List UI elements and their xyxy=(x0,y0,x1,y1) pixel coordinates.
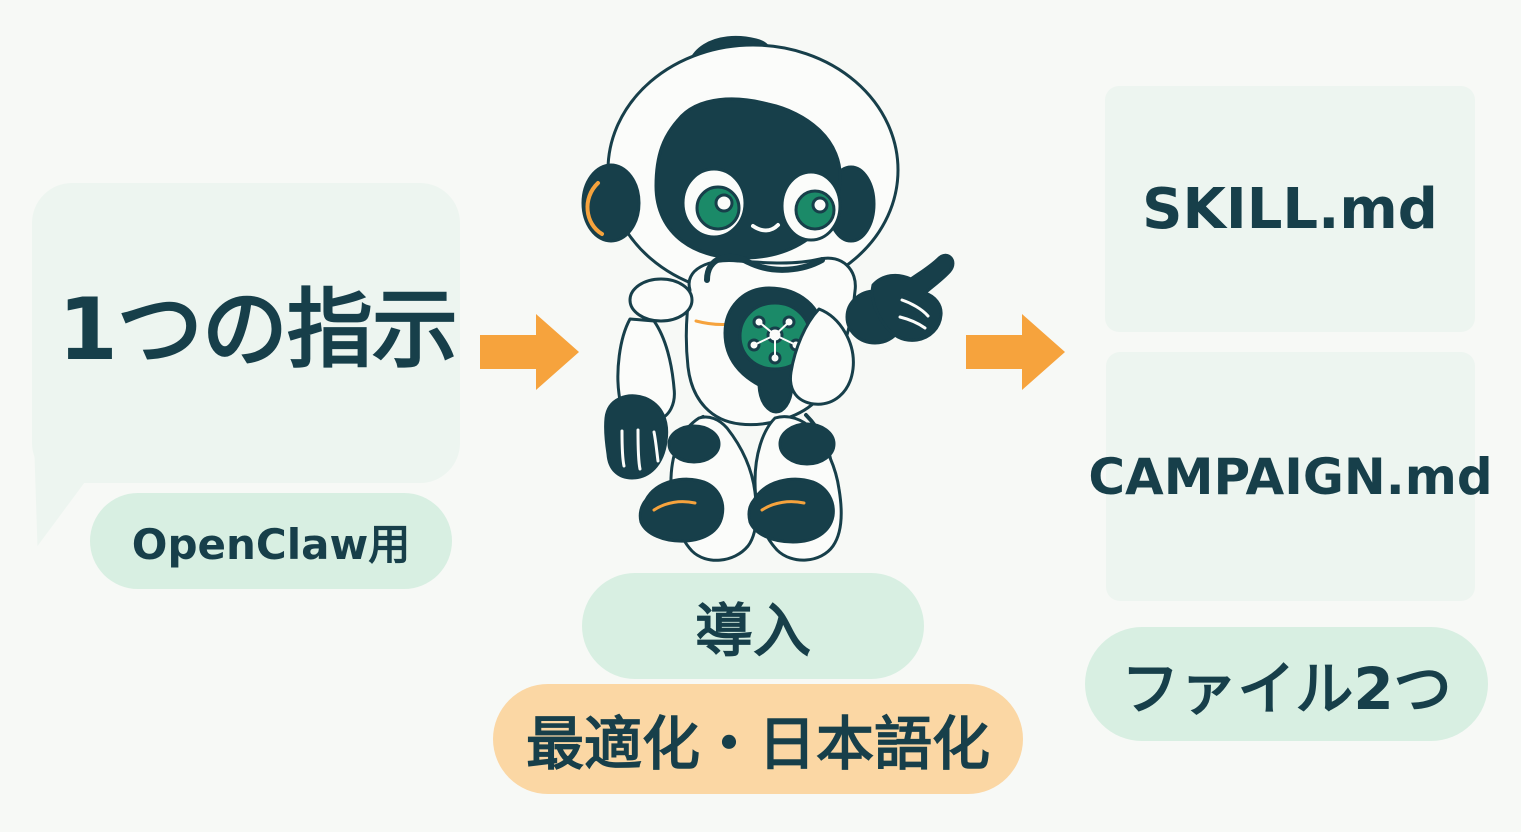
instruction-bubble xyxy=(32,183,460,483)
file-name: CAMPAIGN.md xyxy=(1088,447,1493,506)
file-card-skill: SKILL.md xyxy=(1105,86,1475,332)
optimization-tag-label: 最適化・日本語化 xyxy=(525,710,990,778)
file-name: SKILL.md xyxy=(1142,176,1438,242)
files-count-tag-label: ファイル2つ xyxy=(1121,655,1452,723)
files-count-tag: ファイル2つ xyxy=(1085,627,1488,741)
instruction-headline: 1つの指示 xyxy=(58,280,458,380)
arrow-right-icon xyxy=(480,314,579,390)
openclaw-tag: OpenClaw用 xyxy=(90,493,452,589)
setup-tag-label: 導入 xyxy=(694,597,811,665)
optimization-tag: 最適化・日本語化 xyxy=(493,684,1023,794)
arrow-right-icon xyxy=(966,314,1065,390)
robot-icon xyxy=(581,35,955,562)
setup-tag: 導入 xyxy=(582,573,924,679)
openclaw-tag-label: OpenClaw用 xyxy=(131,519,411,569)
file-card-campaign: CAMPAIGN.md xyxy=(1088,352,1493,601)
